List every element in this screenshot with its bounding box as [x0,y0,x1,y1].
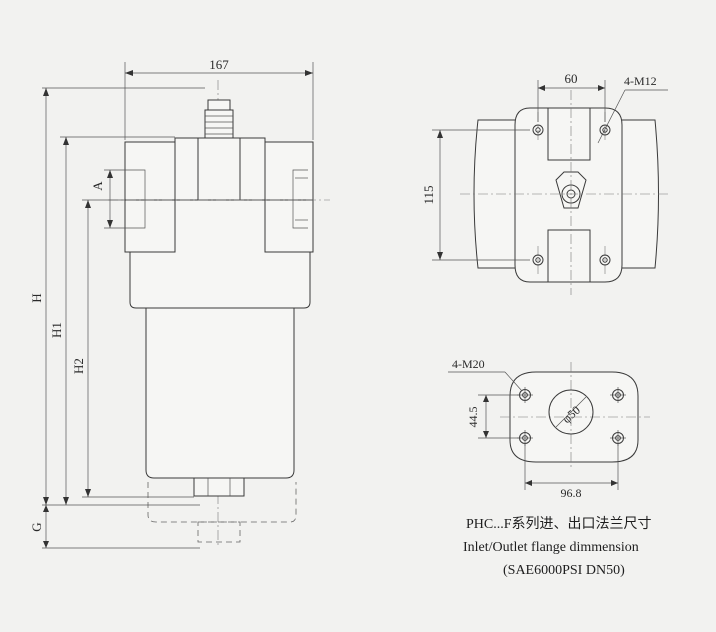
dim-A-label: A [90,181,105,191]
leader-4-M12: 4-M12 [597,74,668,144]
removal-clearance [147,482,297,543]
top-bolt-holes [532,124,611,266]
inlet-port-mark [130,169,146,229]
filter-side-view: 167 H H1 H2 [29,57,330,549]
plug-thread [204,109,234,139]
caption-line-2: Inlet/Outlet flange dimmension [463,540,639,555]
dimension-44-5: 44.5 [466,394,520,439]
caption-line-3: (SAE6000PSI DN50) [503,563,625,578]
dimension-96-8: 96.8 [524,444,619,500]
plug-cap [207,99,231,111]
dimension-G: G [29,505,49,548]
drain-nut [193,477,245,497]
bottom-pad [547,229,591,283]
dim-60-label: 60 [565,71,578,86]
flange-block-view: 60 4-M12 115 [421,71,668,295]
dimension-H1: H1 [49,137,69,505]
caption: PHC...F系列进、出口法兰尺寸 Inlet/Outlet flange di… [463,516,652,578]
filter-head [108,137,330,309]
dim-H-label: H [29,293,44,302]
bore-circle [548,389,594,435]
head-center-block [197,137,241,201]
dimension-167: 167 [124,57,314,140]
dim-115-label: 115 [421,185,436,204]
dim-G-label: G [29,522,44,531]
dimension-60: 60 [537,71,606,122]
caption-line-1: PHC...F系列进、出口法兰尺寸 [466,516,652,532]
dim-H1-label: H1 [49,322,64,338]
dimension-H: H [29,88,49,505]
top-pad [547,107,591,161]
label-4-M12: 4-M12 [624,74,657,88]
dim-167-label: 167 [209,57,229,72]
outlet-port-mark [292,169,308,229]
leader-4-M20: 4-M20 [448,357,523,392]
label-4-M20: 4-M20 [452,357,485,371]
dim-44-5-label: 44.5 [466,407,480,428]
dimension-A: A [90,169,130,229]
flange-bolt-holes [517,387,626,446]
dim-96-8-label: 96.8 [561,486,582,500]
flange-face-view: φ50 4-M20 44.5 96.8 [448,357,650,500]
dimension-H2: H2 [71,200,91,497]
filter-bowl [145,307,295,497]
vent-plug [204,99,234,139]
dim-H2-label: H2 [71,358,86,374]
dimension-115: 115 [421,129,530,261]
bowl-body [145,307,295,479]
